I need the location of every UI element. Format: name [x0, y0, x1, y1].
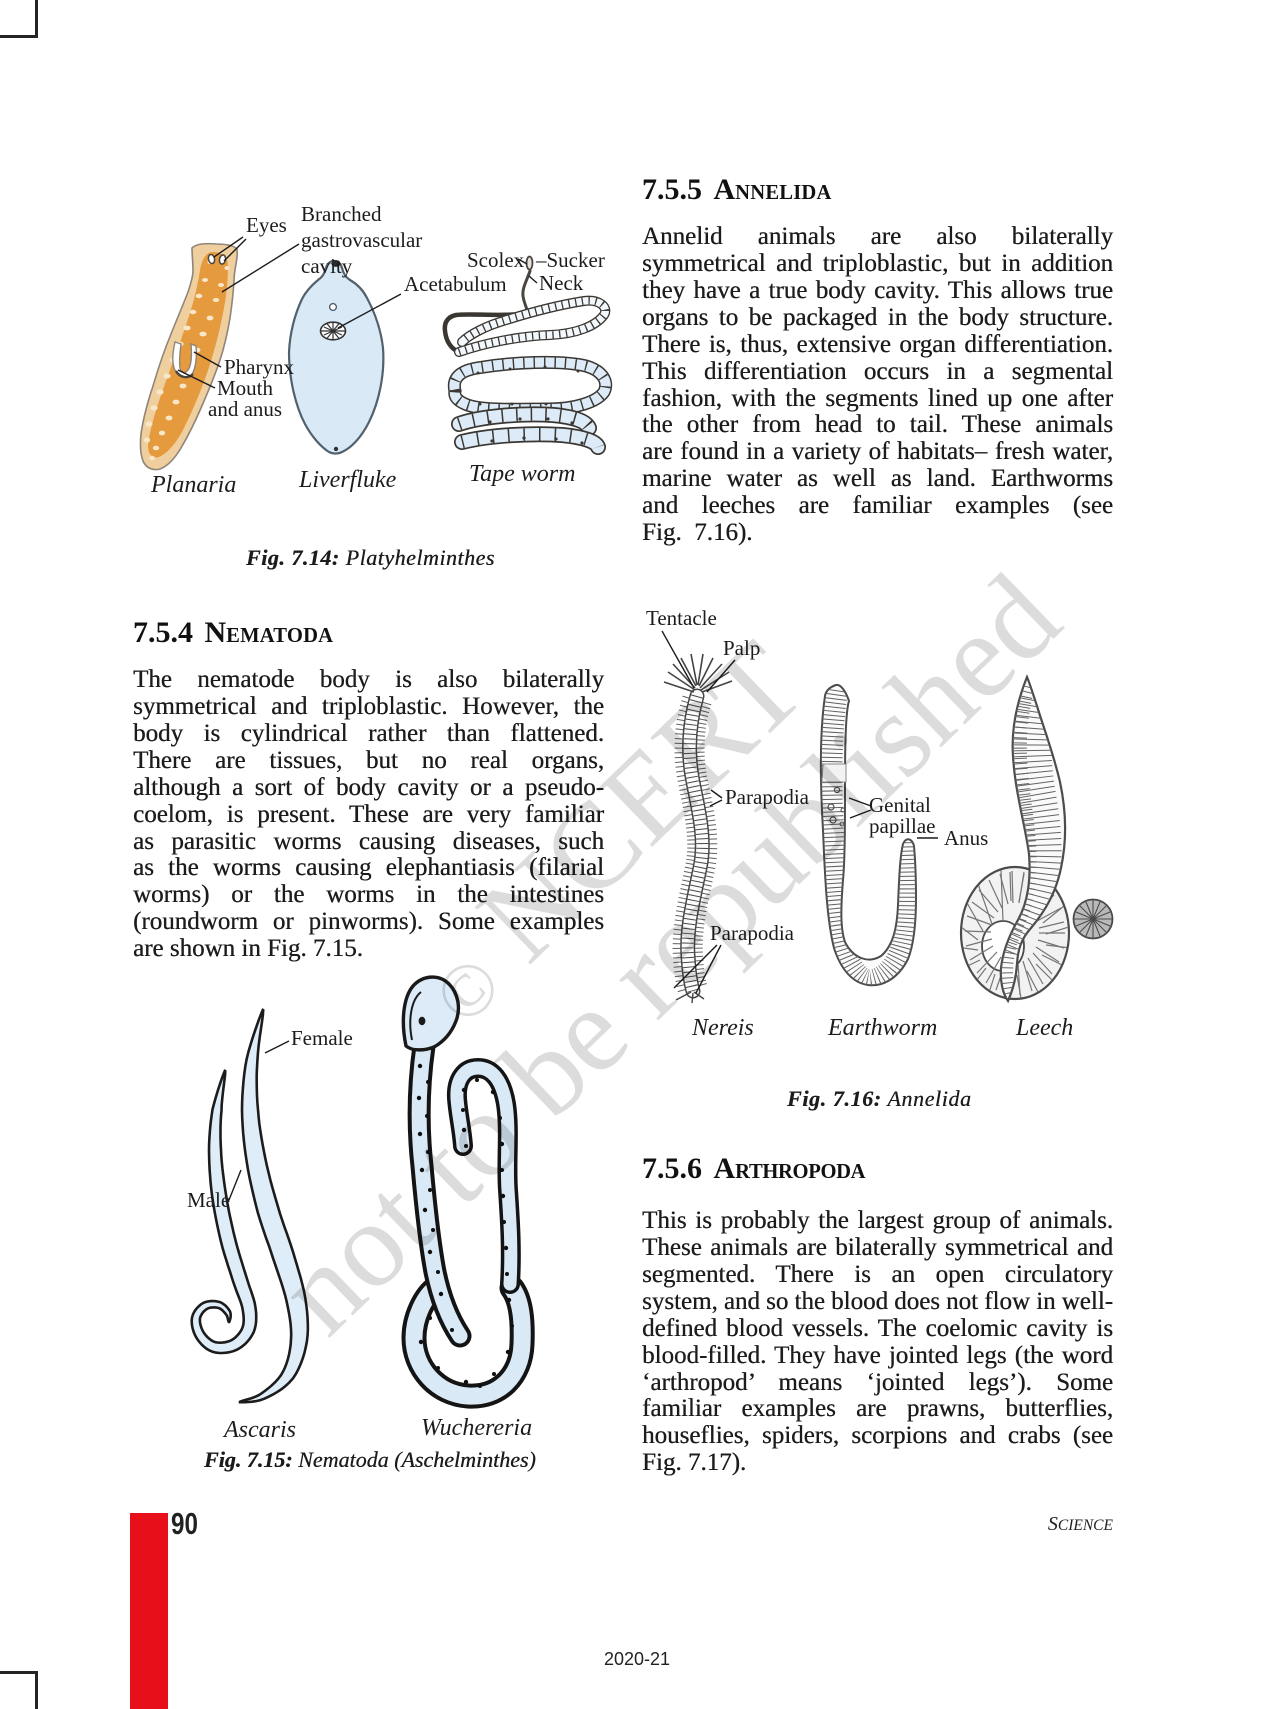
svg-text:cavity: cavity	[301, 254, 353, 278]
svg-text:Planaria: Planaria	[150, 472, 236, 498]
svg-text:Neck: Neck	[539, 271, 584, 295]
svg-text:Pharynx: Pharynx	[224, 355, 294, 379]
svg-text:Ascaris: Ascaris	[222, 1417, 296, 1443]
svg-text:papillae: papillae	[869, 814, 935, 838]
svg-text:Female: Female	[291, 1026, 353, 1050]
svg-text:Nereis: Nereis	[691, 1015, 754, 1041]
svg-text:–Sucker: –Sucker	[535, 248, 605, 272]
svg-text:Leech: Leech	[1015, 1015, 1073, 1041]
svg-text:Wuchereria: Wuchereria	[421, 1415, 532, 1441]
svg-text:Parapodia: Parapodia	[710, 921, 795, 945]
svg-text:Earthworm: Earthworm	[827, 1015, 937, 1041]
svg-text:Branched: Branched	[301, 202, 382, 226]
svg-text:Tentacle: Tentacle	[646, 606, 717, 630]
svg-text:Male: Male	[187, 1188, 230, 1212]
svg-text:and anus: and anus	[208, 397, 282, 421]
svg-text:Anus: Anus	[944, 826, 988, 850]
svg-text:Tape worm: Tape worm	[469, 461, 575, 487]
svg-text:Parapodia: Parapodia	[725, 785, 810, 809]
svg-text:gastrovascular: gastrovascular	[301, 228, 422, 252]
svg-text:Eyes: Eyes	[246, 213, 287, 237]
svg-text:Palp: Palp	[723, 636, 760, 660]
svg-text:Mouth: Mouth	[217, 376, 274, 400]
svg-text:Scolex: Scolex	[467, 248, 525, 272]
svg-text:Liverfluke: Liverfluke	[298, 467, 397, 493]
svg-text:Acetabulum: Acetabulum	[404, 272, 507, 296]
svg-text:Genital: Genital	[869, 793, 931, 817]
